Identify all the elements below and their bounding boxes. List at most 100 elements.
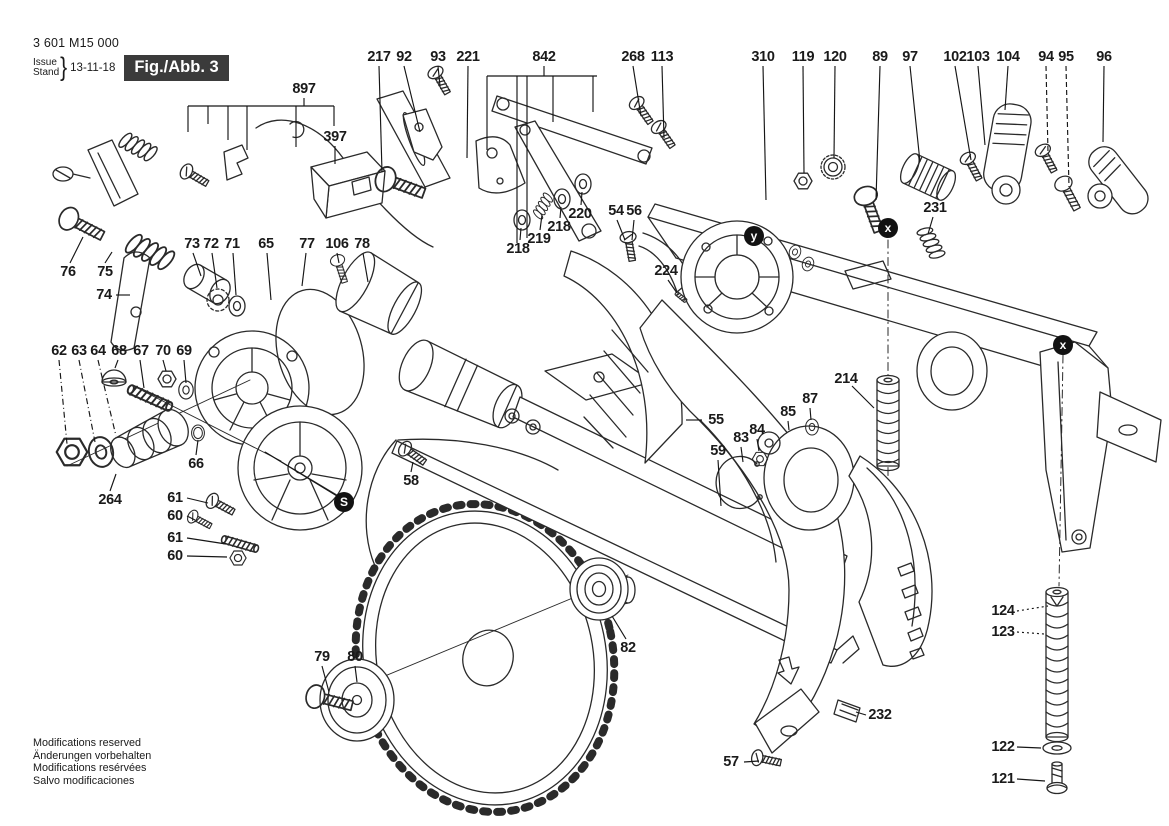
part-label-68: 68 <box>111 343 127 359</box>
part-label-75: 75 <box>97 264 113 280</box>
bearing-assembly <box>569 557 636 621</box>
part-icon-washer <box>801 256 815 272</box>
clamp-levers-group <box>899 103 1149 215</box>
part-label-220: 220 <box>568 206 592 222</box>
part-label-73: 73 <box>184 236 200 252</box>
part-icon-screw <box>205 492 236 516</box>
part-label-113: 113 <box>650 49 674 65</box>
drawing-header: 3 601 M15 000 Issue Stand } 13-11-18 Fig… <box>33 36 229 82</box>
leader-line <box>762 65 767 201</box>
leader-line <box>851 385 875 409</box>
leader-line <box>743 760 760 763</box>
document-number: 3 601 M15 000 <box>33 36 119 50</box>
leader-line <box>632 65 642 117</box>
part-icon-bolt <box>58 206 106 241</box>
part-label-72: 72 <box>203 236 219 252</box>
saw-blade <box>319 500 629 816</box>
issue-stand-label: Issue Stand <box>33 56 60 79</box>
leader-line <box>321 665 330 693</box>
part-label-55: 55 <box>708 412 724 428</box>
brace-glyph: } <box>60 53 68 82</box>
leader-line <box>114 359 119 369</box>
part-label-104: 104 <box>996 49 1020 65</box>
part-icon-spring <box>124 233 176 271</box>
part-label-96: 96 <box>1096 49 1112 65</box>
leader-line <box>616 219 626 241</box>
part-icon-screw <box>1034 143 1058 174</box>
part-label-54: 54 <box>608 203 624 219</box>
leader-line <box>631 219 635 241</box>
modifications-line-fr: Modifications resérvées <box>33 762 147 775</box>
issue-date: 13-11-18 <box>70 62 116 74</box>
part-label-264: 264 <box>98 492 122 508</box>
part-label-77: 77 <box>299 236 315 252</box>
leader-line <box>661 65 665 139</box>
leader-line <box>855 711 867 716</box>
part-label-842: 842 <box>532 49 556 65</box>
part-icon-bolt <box>1054 175 1081 212</box>
part-label-95: 95 <box>1058 49 1074 65</box>
leader-line <box>301 252 307 287</box>
part-icon-washer <box>228 295 246 317</box>
pointer-plate-group <box>376 90 451 188</box>
part-label-123: 123 <box>991 624 1015 640</box>
part-icon-washer <box>87 436 115 468</box>
leader-line <box>559 206 562 219</box>
leader-line <box>809 407 812 421</box>
leader-line <box>437 65 441 87</box>
issue-label: Issue <box>33 56 57 68</box>
leader-line <box>232 252 237 296</box>
part-label-92: 92 <box>396 49 412 65</box>
stand-label: Stand <box>33 67 60 78</box>
leader-line <box>403 65 421 133</box>
upper-guard <box>563 250 683 464</box>
part-icon-screw <box>186 509 213 530</box>
part-icon-nut <box>55 437 89 467</box>
leader-line <box>1004 65 1009 111</box>
leader-line <box>410 461 414 473</box>
leader-line <box>909 65 921 163</box>
part-label-103: 103 <box>966 49 990 65</box>
pivot-arm-body <box>639 299 855 754</box>
part-label-268: 268 <box>621 49 645 65</box>
part-label-218: 218 <box>506 241 530 257</box>
leader-line <box>69 236 84 264</box>
part-icon-bolt <box>305 684 354 712</box>
part-label-232: 232 <box>868 707 892 723</box>
part-icon-nut <box>751 451 769 467</box>
part-label-70: 70 <box>155 343 171 359</box>
part-icon-spring <box>533 192 553 220</box>
part-icon-nut <box>229 550 247 566</box>
part-icon-washer <box>513 209 531 231</box>
modifications-note: Modifications reserved Änderungen vorbeh… <box>33 737 151 787</box>
leader-line <box>266 252 272 301</box>
leader-line <box>192 252 202 277</box>
leader-line <box>264 451 338 497</box>
part-label-65: 65 <box>258 236 274 252</box>
part-label-87: 87 <box>802 391 818 407</box>
leader-line <box>186 537 227 545</box>
leader-line <box>927 216 934 235</box>
reference-marker-x: x <box>878 218 898 238</box>
part-label-61: 61 <box>167 530 183 546</box>
part-icon-spring <box>118 132 158 162</box>
part-label-89: 89 <box>872 49 888 65</box>
leader-line <box>539 214 543 231</box>
leader-line <box>58 359 68 445</box>
part-icon-pin <box>674 291 688 303</box>
coil-rod-group <box>1042 586 1072 795</box>
modifications-line-es: Salvo modificaciones <box>33 774 135 787</box>
leader-line <box>97 359 117 437</box>
part-icon-star <box>206 288 230 312</box>
part-icon-knurl <box>820 154 846 180</box>
leader-line <box>977 65 986 146</box>
part-label-64: 64 <box>90 343 106 359</box>
part-label-217: 217 <box>367 49 391 65</box>
leader-line <box>162 359 167 372</box>
part-label-221: 221 <box>456 49 480 65</box>
part-label-74: 74 <box>96 287 112 303</box>
part-label-84: 84 <box>749 422 765 438</box>
